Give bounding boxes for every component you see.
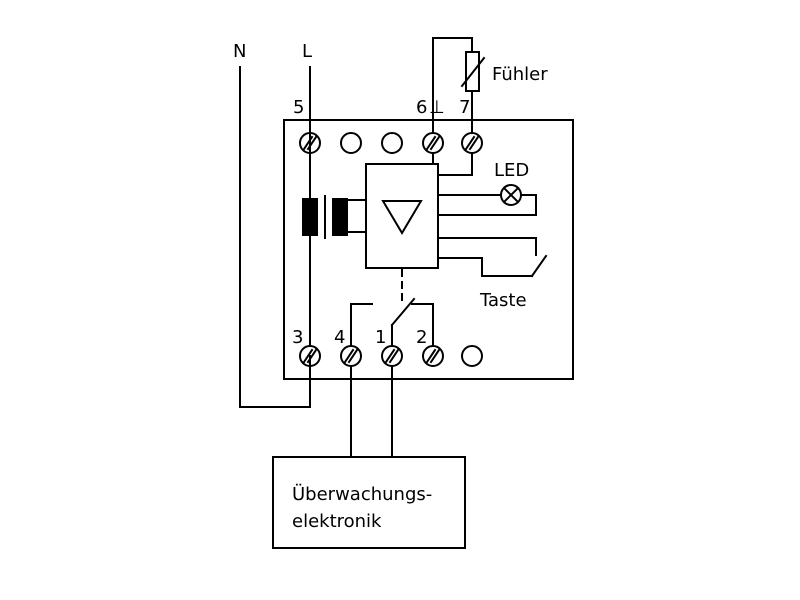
- led-lamp-icon: [500, 184, 522, 206]
- terminal-5-label: 5: [293, 97, 304, 118]
- led-label: LED: [494, 160, 529, 181]
- terminal-unused-c: [461, 345, 483, 367]
- terminal-unused-b: [381, 132, 403, 154]
- monitor-label-line1: Überwachungs-: [292, 483, 432, 505]
- ground-symbol: ⊥: [429, 97, 445, 118]
- terminal-4-label: 4: [334, 327, 345, 348]
- terminal-4: [340, 345, 362, 367]
- terminal-2: [422, 345, 444, 367]
- terminal-unused-a: [340, 132, 362, 154]
- control-unit: [365, 163, 439, 269]
- sensor-wire: [432, 37, 473, 134]
- terminal-7: [461, 132, 483, 154]
- device-housing: [283, 119, 574, 380]
- terminal-3: [299, 345, 321, 367]
- neutral-label: N: [233, 41, 246, 62]
- relay-contact-4: [350, 303, 373, 346]
- terminal-6: [422, 132, 444, 154]
- terminal-2-label: 2: [416, 327, 427, 348]
- led-wire-out: [437, 194, 537, 216]
- transformer-core-right: [332, 198, 348, 236]
- terminal-6-label: 6: [416, 97, 427, 118]
- relay-common-blade: [390, 297, 416, 327]
- sensor-thermistor-slash: [460, 56, 486, 88]
- monitor-label-line2: elektronik: [292, 511, 382, 532]
- terminal-5: [299, 132, 321, 154]
- line-label: L: [302, 41, 312, 62]
- button-wire-lower: [437, 257, 533, 277]
- terminal-3-label: 3: [292, 327, 303, 348]
- terminal-7-label: 7: [459, 97, 470, 118]
- terminal-1: [381, 345, 403, 367]
- button-wire-upper: [437, 237, 537, 256]
- sensor-label: Fühler: [492, 64, 548, 85]
- button-switch-contact: [530, 254, 548, 278]
- relay-contact-2: [411, 303, 434, 346]
- button-label: Taste: [479, 290, 527, 311]
- transformer-core-left: [302, 198, 318, 236]
- neutral-wire: [239, 66, 311, 408]
- terminal-7-link: [437, 152, 473, 176]
- amplifier-triangle-icon: [381, 200, 423, 235]
- terminal-1-label: 1: [375, 327, 386, 348]
- monitoring-electronics-box: [272, 456, 466, 549]
